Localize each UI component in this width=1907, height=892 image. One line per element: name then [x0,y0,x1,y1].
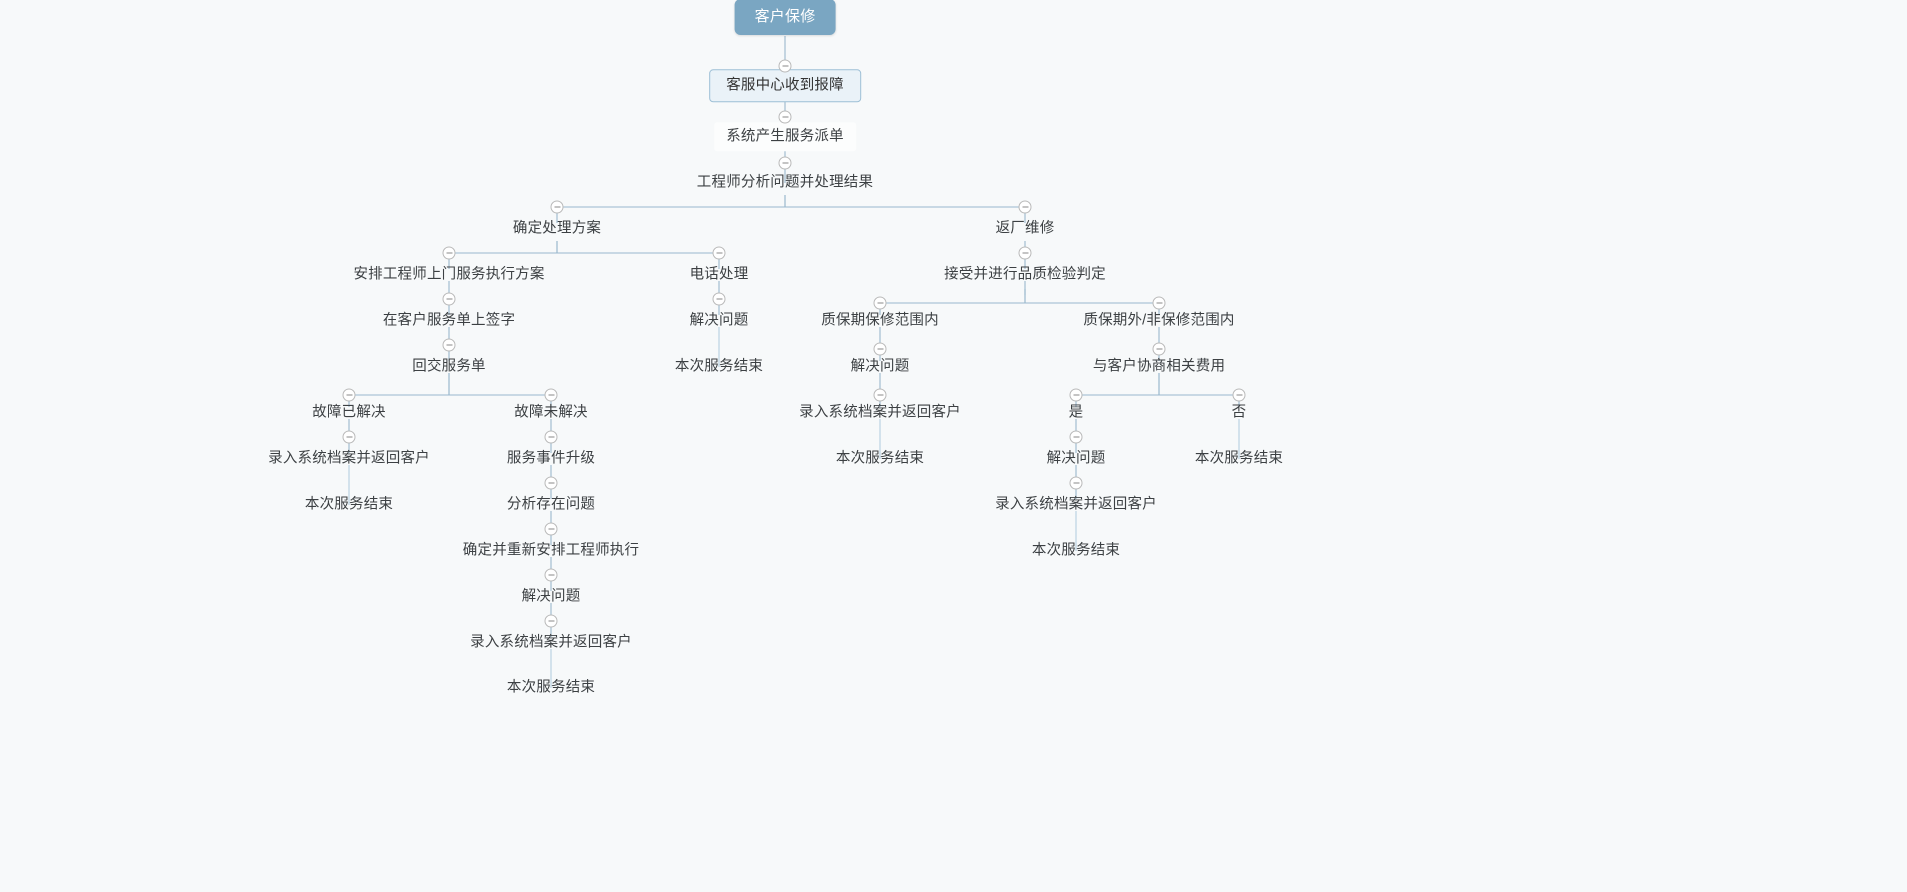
collapse-minus-icon-n17[interactable] [544,614,558,628]
node-dispatch-onsite-engineer[interactable]: 安排工程师上门服务执行方案 [353,266,545,283]
collapse-minus-icon-n13[interactable] [544,430,558,444]
collapse-minus-icon-n22[interactable] [1018,200,1032,214]
collapse-minus-icon-n16[interactable] [544,568,558,582]
node-system-generates-work-order[interactable]: 系统产生服务派单 [714,122,856,152]
node-sign-service-form[interactable]: 在客户服务单上签字 [382,312,516,329]
node-answer-no[interactable]: 否 [1231,404,1247,421]
collapse-minus-icon-n8[interactable] [442,338,456,352]
collapse-minus-icon-n31[interactable] [1069,430,1083,444]
collapse-minus-icon-n26[interactable] [873,388,887,402]
node-within-warranty[interactable]: 质保期保修范围内 [821,312,939,329]
node-engineer-analyze-and-handle[interactable]: 工程师分析问题并处理结果 [696,174,874,191]
collapse-minus-icon-n28[interactable] [1152,296,1166,310]
node-return-to-factory-repair[interactable]: 返厂维修 [995,220,1055,237]
node-archive-and-return-b[interactable]: 录入系统档案并返回客户 [470,634,632,651]
collapse-minus-icon-n29[interactable] [1152,342,1166,356]
node-issue-resolved-e[interactable]: 解决问题 [1046,450,1106,467]
node-return-service-form[interactable]: 回交服务单 [412,358,486,375]
node-archive-and-return-d[interactable]: 录入系统档案并返回客户 [995,496,1157,513]
node-fault-unresolved[interactable]: 故障未解决 [514,404,588,421]
node-issue-resolved-c[interactable]: 解决问题 [689,312,749,329]
node-service-end-e[interactable]: 本次服务结束 [1031,542,1121,559]
node-service-end-d[interactable]: 本次服务结束 [835,450,925,467]
collapse-minus-icon-n34[interactable] [1232,388,1246,402]
node-archive-and-return-c[interactable]: 录入系统档案并返回客户 [799,404,961,421]
node-service-end-b[interactable]: 本次服务结束 [506,679,596,696]
node-escalate-service-event[interactable]: 服务事件升级 [506,450,596,467]
node-root-customer-warranty[interactable]: 客户保修 [734,0,836,35]
collapse-minus-icon-n30[interactable] [1069,388,1083,402]
node-fault-resolved[interactable]: 故障已解决 [312,404,386,421]
node-negotiate-fees-with-customer[interactable]: 与客户协商相关费用 [1092,358,1226,375]
collapse-minus-icon-n6[interactable] [442,246,456,260]
node-service-center-receives-report[interactable]: 客服中心收到报障 [709,69,861,103]
node-out-of-warranty[interactable]: 质保期外/非保修范围内 [1083,312,1235,329]
collapse-minus-icon-n10[interactable] [342,430,356,444]
collapse-minus-icon-n20[interactable] [712,292,726,306]
node-accept-and-quality-inspection[interactable]: 接受并进行品质检验判定 [944,266,1106,283]
collapse-minus-icon-n2[interactable] [778,59,792,73]
node-reschedule-engineer[interactable]: 确定并重新安排工程师执行 [462,542,640,559]
node-archive-and-return-a[interactable]: 录入系统档案并返回客户 [268,450,430,467]
node-determine-solution[interactable]: 确定处理方案 [512,220,602,237]
collapse-minus-icon-n9[interactable] [342,388,356,402]
node-service-end-c[interactable]: 本次服务结束 [674,358,764,375]
collapse-minus-icon-n3[interactable] [778,110,792,124]
node-issue-resolved-d[interactable]: 解决问题 [850,358,910,375]
node-issue-resolved-b[interactable]: 解决问题 [521,588,581,605]
collapse-minus-icon-n25[interactable] [873,342,887,356]
collapse-minus-icon-n7[interactable] [442,292,456,306]
collapse-minus-icon-n14[interactable] [544,476,558,490]
node-service-end-f[interactable]: 本次服务结束 [1194,450,1284,467]
collapse-minus-icon-n24[interactable] [873,296,887,310]
collapse-minus-icon-n5[interactable] [550,200,564,214]
collapse-minus-icon-n12[interactable] [544,388,558,402]
node-phone-handling[interactable]: 电话处理 [689,266,749,283]
collapse-minus-icon-n15[interactable] [544,522,558,536]
collapse-minus-icon-n4[interactable] [778,156,792,170]
node-analyze-existing-issue[interactable]: 分析存在问题 [506,496,596,513]
node-service-end-a[interactable]: 本次服务结束 [304,496,394,513]
node-answer-yes[interactable]: 是 [1068,404,1084,421]
collapse-minus-icon-n19[interactable] [712,246,726,260]
collapse-minus-icon-n32[interactable] [1069,476,1083,490]
collapse-minus-icon-n23[interactable] [1018,246,1032,260]
